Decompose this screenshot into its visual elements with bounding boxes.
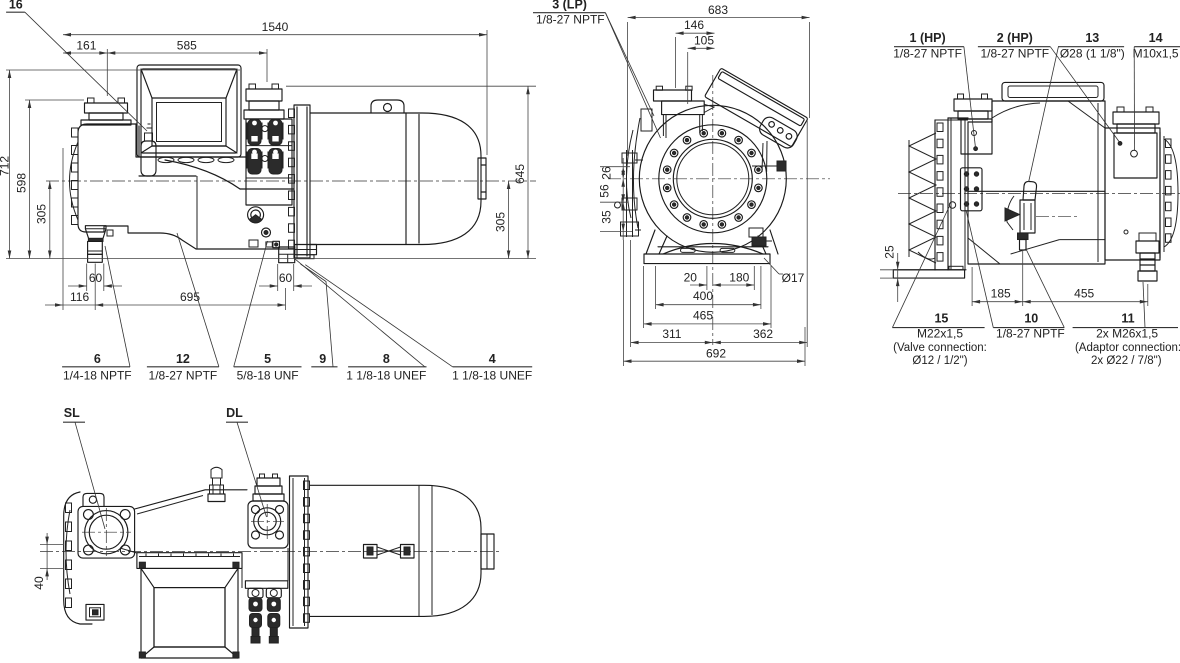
svg-text:DL: DL: [226, 406, 243, 420]
svg-text:1/8-27 NPTF: 1/8-27 NPTF: [149, 369, 218, 383]
svg-text:645: 645: [513, 164, 527, 184]
svg-text:14: 14: [1149, 31, 1163, 45]
svg-text:1/8-27 NPTF: 1/8-27 NPTF: [996, 327, 1065, 341]
svg-text:20: 20: [684, 271, 698, 285]
svg-text:116: 116: [70, 290, 89, 304]
svg-text:10: 10: [1024, 311, 1038, 325]
svg-text:6: 6: [94, 352, 101, 366]
svg-text:Ø28 (1 1/8"): Ø28 (1 1/8"): [1060, 47, 1125, 61]
svg-text:695: 695: [180, 290, 200, 304]
svg-text:56: 56: [598, 184, 612, 198]
svg-text:60: 60: [89, 271, 103, 285]
svg-text:26: 26: [600, 166, 614, 180]
svg-text:3 (LP): 3 (LP): [552, 0, 587, 12]
svg-text:Ø17: Ø17: [782, 271, 805, 285]
svg-text:15: 15: [934, 311, 948, 325]
svg-text:25: 25: [883, 245, 897, 259]
svg-text:585: 585: [177, 39, 197, 53]
svg-text:683: 683: [708, 3, 728, 17]
svg-text:1/8-27 NPTF: 1/8-27 NPTF: [893, 47, 962, 61]
svg-text:362: 362: [753, 327, 773, 341]
svg-text:(Valve connection:: (Valve connection:: [893, 342, 987, 354]
svg-text:1/4-18 NPTF: 1/4-18 NPTF: [63, 369, 132, 383]
svg-text:13: 13: [1085, 31, 1099, 45]
svg-text:2 (HP): 2 (HP): [997, 31, 1033, 45]
svg-text:SL: SL: [64, 406, 80, 420]
svg-text:35: 35: [600, 210, 614, 224]
svg-text:9: 9: [319, 352, 326, 366]
svg-text:11: 11: [1121, 311, 1134, 325]
svg-text:12: 12: [176, 352, 190, 366]
svg-text:105: 105: [694, 33, 714, 47]
svg-text:305: 305: [494, 212, 508, 232]
svg-text:1/8-27 NPTF: 1/8-27 NPTF: [536, 13, 605, 27]
svg-text:161: 161: [76, 39, 96, 53]
svg-text:185: 185: [991, 287, 1011, 301]
svg-text:4: 4: [489, 352, 496, 366]
svg-text:1 (HP): 1 (HP): [910, 31, 946, 45]
svg-text:2x Ø22 / 7/8"): 2x Ø22 / 7/8"): [1091, 355, 1162, 367]
svg-text:146: 146: [684, 18, 704, 32]
svg-text:M10x1,5: M10x1,5: [1133, 47, 1179, 61]
svg-text:1540: 1540: [262, 20, 289, 34]
svg-text:1 1/8-18 UNEF: 1 1/8-18 UNEF: [346, 369, 426, 383]
svg-text:400: 400: [693, 289, 713, 303]
svg-text:305: 305: [35, 204, 49, 224]
svg-text:692: 692: [706, 347, 726, 361]
svg-text:455: 455: [1074, 287, 1094, 301]
svg-text:(Adaptor connection:: (Adaptor connection:: [1075, 342, 1180, 354]
svg-text:60: 60: [279, 271, 293, 285]
svg-text:598: 598: [15, 173, 29, 193]
svg-text:311: 311: [662, 327, 681, 341]
svg-text:M22x1,5: M22x1,5: [917, 327, 963, 341]
svg-text:2x M26x1,5: 2x M26x1,5: [1096, 327, 1158, 341]
svg-text:712: 712: [0, 156, 12, 176]
svg-text:8: 8: [383, 352, 390, 366]
svg-text:5/8-18 UNF: 5/8-18 UNF: [237, 369, 299, 383]
svg-text:5: 5: [264, 352, 271, 366]
svg-text:16: 16: [9, 0, 23, 12]
svg-text:465: 465: [693, 309, 713, 323]
svg-text:40: 40: [32, 576, 46, 590]
svg-text:1 1/8-18 UNEF: 1 1/8-18 UNEF: [452, 369, 532, 383]
svg-text:Ø12 / 1/2"): Ø12 / 1/2"): [912, 355, 967, 367]
svg-text:180: 180: [729, 271, 749, 285]
svg-text:1/8-27 NPTF: 1/8-27 NPTF: [980, 47, 1049, 61]
